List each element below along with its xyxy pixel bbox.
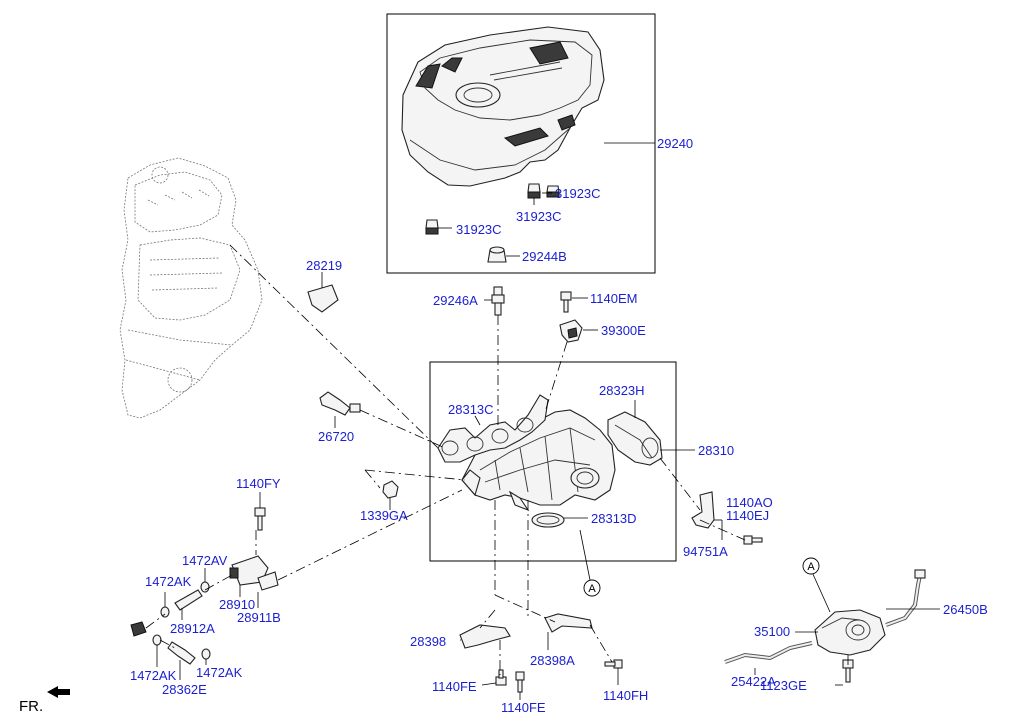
actuator-28323h bbox=[607, 411, 663, 466]
label-1472ak-c[interactable]: 1472AK bbox=[196, 665, 243, 680]
bolt-1140ao bbox=[743, 535, 763, 545]
label-28313c[interactable]: 28313C bbox=[448, 402, 494, 417]
bolt-1140em bbox=[560, 291, 572, 313]
bolt-1140fh bbox=[604, 659, 623, 669]
label-1140fy[interactable]: 1140FY bbox=[236, 476, 281, 491]
hose-28912a bbox=[174, 589, 203, 611]
label-31923c-c[interactable]: 31923C bbox=[456, 222, 502, 237]
label-26450b[interactable]: 26450B bbox=[943, 602, 988, 617]
nut-1339ga bbox=[382, 480, 399, 499]
label-26720[interactable]: 26720 bbox=[318, 429, 354, 444]
label-25422a[interactable]: 25422A bbox=[731, 674, 776, 689]
label-1140fe-b[interactable]: 1140FE bbox=[501, 700, 546, 715]
label-28310[interactable]: 28310 bbox=[698, 443, 734, 458]
stud-29246a bbox=[491, 286, 505, 316]
label-1140fe-a[interactable]: 1140FE bbox=[432, 679, 477, 694]
bolt-1140fy bbox=[254, 507, 266, 531]
label-1123ge[interactable]: 1123GE bbox=[760, 678, 807, 693]
clamp-1472av bbox=[200, 581, 210, 593]
label-1472ak-a[interactable]: 1472AK bbox=[145, 574, 192, 589]
intake-manifold-box bbox=[429, 361, 677, 562]
label-28398a[interactable]: 28398A bbox=[530, 653, 575, 668]
pipe-25422a bbox=[724, 641, 813, 664]
label-28219[interactable]: 28219 bbox=[306, 258, 342, 273]
clamp-1472ak-b bbox=[152, 634, 162, 646]
bracket-28398a bbox=[544, 613, 593, 633]
label-1472av[interactable]: 1472AV bbox=[182, 553, 228, 568]
label-29246a[interactable]: 29246A bbox=[433, 293, 478, 308]
engine-cover-part bbox=[401, 26, 605, 187]
label-94751a[interactable]: 94751A bbox=[683, 544, 728, 559]
grommet-29244b bbox=[487, 246, 507, 263]
cap-31923c-c bbox=[425, 219, 439, 235]
label-1140ej[interactable]: 1140EJ bbox=[726, 508, 769, 523]
bolt-1140fe-a bbox=[495, 669, 507, 686]
part-labels: 29240 31923C 31923C 31923C 29244B 29246A… bbox=[130, 136, 988, 715]
label-35100[interactable]: 35100 bbox=[754, 624, 790, 639]
label-28910[interactable]: 28910 bbox=[219, 597, 255, 612]
cap-31923c-a bbox=[527, 183, 541, 199]
label-1140em[interactable]: 1140EM bbox=[590, 291, 637, 306]
bracket-94751a bbox=[691, 491, 715, 529]
label-39300e[interactable]: 39300E bbox=[601, 323, 646, 338]
connector-28911b-small bbox=[130, 621, 147, 637]
svg-text:A: A bbox=[807, 561, 815, 573]
label-29240[interactable]: 29240 bbox=[657, 136, 693, 151]
arrow-left-icon bbox=[47, 686, 70, 698]
label-28362e[interactable]: 28362E bbox=[162, 682, 207, 697]
clamp-1472ak-a bbox=[160, 606, 170, 618]
label-1140fh[interactable]: 1140FH bbox=[603, 688, 648, 703]
hose-28362e bbox=[167, 641, 196, 665]
front-label: FR. bbox=[19, 698, 43, 715]
label-1472ak-b[interactable]: 1472AK bbox=[130, 668, 177, 683]
pipe-26450b bbox=[885, 569, 926, 627]
ref-circle-a1: A bbox=[583, 579, 601, 597]
hose-26720 bbox=[319, 391, 361, 416]
dashed-lines bbox=[145, 244, 849, 675]
label-29244b[interactable]: 29244B bbox=[522, 249, 567, 264]
engine-cover-box bbox=[386, 13, 656, 274]
oring-28313d bbox=[531, 512, 565, 528]
gasket-28313c bbox=[437, 394, 549, 463]
label-28911b[interactable]: 28911B bbox=[237, 610, 281, 625]
svg-text:A: A bbox=[588, 583, 596, 595]
label-28398[interactable]: 28398 bbox=[410, 634, 446, 649]
throttle-body-35100 bbox=[814, 609, 886, 656]
label-28912a[interactable]: 28912A bbox=[170, 621, 215, 636]
bolt-1140fe-b bbox=[515, 671, 525, 693]
front-direction-indicator: FR. bbox=[19, 686, 70, 715]
label-28323h[interactable]: 28323H bbox=[599, 383, 645, 398]
sensor-39300e bbox=[559, 319, 583, 343]
label-31923c-a[interactable]: 31923C bbox=[555, 186, 601, 201]
bracket-28398 bbox=[459, 624, 511, 649]
bracket-28219 bbox=[307, 284, 339, 313]
intake-manifold-part bbox=[461, 409, 616, 512]
label-31923c-b[interactable]: 31923C bbox=[516, 209, 562, 224]
label-1339ga[interactable]: 1339GA bbox=[360, 508, 408, 523]
clamp-1472ak-c bbox=[201, 648, 211, 660]
valve-28910 bbox=[229, 555, 279, 591]
cap-31923c-b bbox=[546, 185, 560, 198]
leader-lines bbox=[156, 142, 940, 700]
label-1140ao[interactable]: 1140AO bbox=[726, 495, 773, 510]
label-28313d[interactable]: 28313D bbox=[591, 511, 637, 526]
engine-block-outline bbox=[119, 157, 263, 419]
ref-circle-a2: A bbox=[802, 557, 820, 575]
